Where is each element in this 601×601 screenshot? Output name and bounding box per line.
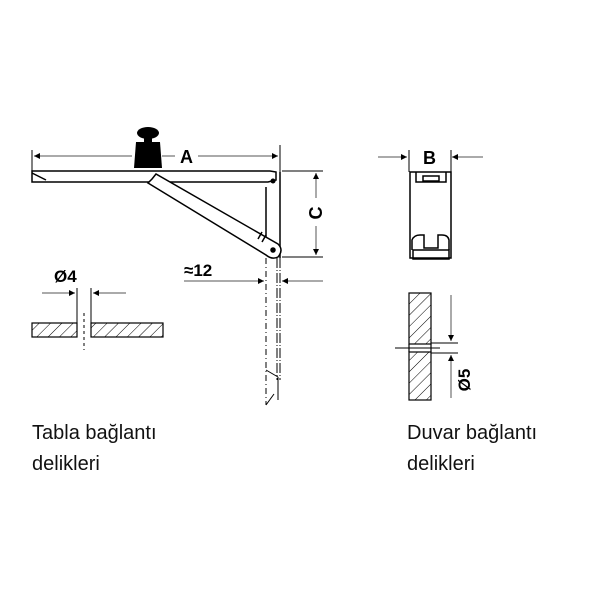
dimension-a: A	[31, 145, 281, 172]
wall-caption-line1: Duvar bağlantı	[407, 422, 538, 444]
dimension-b: B	[378, 148, 483, 172]
table-caption-line1: Tabla bağlantı	[32, 422, 157, 444]
dimension-a-label: A	[180, 147, 193, 167]
dimension-c-label: C	[306, 207, 326, 220]
wall-section-side	[265, 258, 281, 406]
diagonal-strut	[146, 173, 282, 259]
wall-plate-front	[409, 171, 452, 260]
wall-hole-label: Ø5	[455, 369, 474, 392]
wall-caption-line2: delikleri	[407, 453, 475, 475]
wall-hole-detail: Ø5	[395, 292, 474, 401]
dimension-c: C	[282, 170, 326, 258]
table-hole-label: Ø4	[54, 267, 77, 286]
table-holes-caption: Tabla bağlantı delikleri	[32, 418, 157, 480]
wall-holes-caption: Duvar bağlantı delikleri	[407, 418, 537, 480]
dimension-gap: ≈12	[184, 261, 323, 284]
table-hole-detail: Ø4	[31, 267, 164, 350]
table-caption-line2: delikleri	[32, 453, 100, 475]
dimension-gap-label: ≈12	[184, 261, 212, 280]
dimension-b-label: B	[423, 148, 436, 168]
weight-icon	[134, 127, 162, 168]
